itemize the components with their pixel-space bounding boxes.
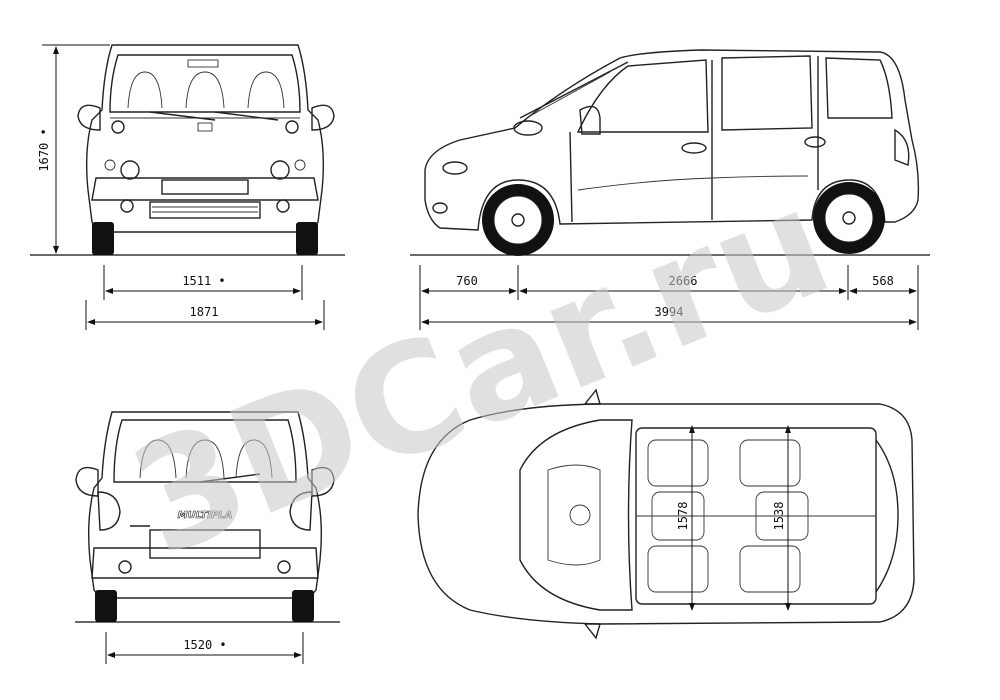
front-track-label: 1511 • [182,274,225,288]
height-dimension: 1670 • [37,44,110,254]
interior-width-front-label: 1578 [676,502,690,531]
length-label: 3994 [655,305,684,319]
width-label: 1871 [190,305,219,319]
front-view [30,44,345,256]
front-track-dimension: 1511 • [103,265,303,300]
rear-track-label: 1520 • [183,638,226,652]
side-view [410,49,930,256]
rear-overhang-label: 568 [872,274,894,288]
side-dimensions: 760 2666 568 3994 [419,265,919,330]
width-dimension: 1871 [85,300,325,330]
rear-track-dimension: 1520 • [105,632,304,664]
rear-badge: MULTIPLA [178,510,233,521]
watermark: 3DCar.ru [110,155,853,590]
watermark-text: 3DCar.ru [110,155,853,590]
rear-view: MULTIPLA [75,411,340,623]
interior-width-rear-label: 1538 [772,502,786,531]
wheelbase-label: 2666 [669,274,698,288]
top-view: 1578 1538 [417,388,915,640]
height-label: 1670 • [37,128,51,171]
front-overhang-label: 760 [456,274,478,288]
